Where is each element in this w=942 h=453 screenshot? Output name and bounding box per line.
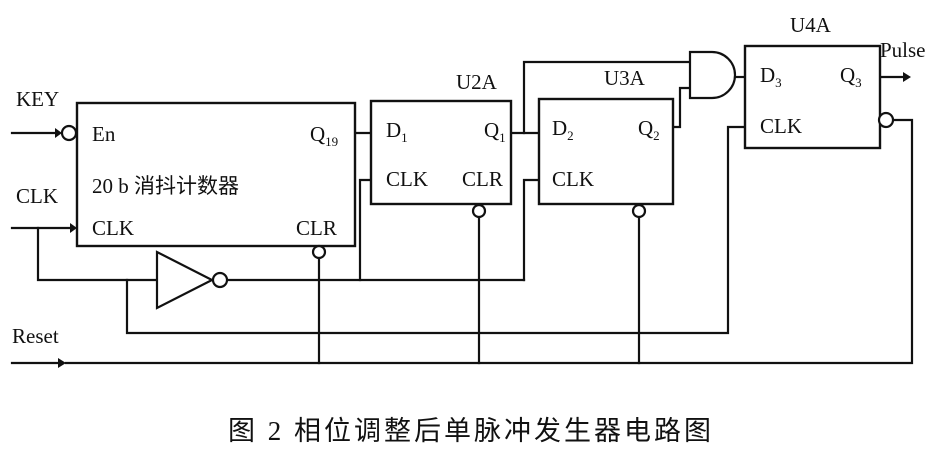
- u4a-d-sub: 3: [775, 75, 782, 90]
- u3a-clr-bubble: [631, 203, 647, 219]
- u4a-q-sub: 3: [855, 75, 862, 90]
- pulse-signal-label: Pulse: [880, 38, 926, 62]
- counter-clr-bubble: [311, 244, 327, 260]
- key-signal-label: KEY: [16, 87, 59, 111]
- counter-clk-label: CLK: [92, 216, 134, 240]
- svg-text:Q3: Q3: [840, 63, 862, 90]
- svg-text:Q2: Q2: [638, 116, 660, 143]
- u2a-clk-label: CLK: [386, 167, 428, 191]
- clk-signal-label: CLK: [16, 184, 58, 208]
- u4a-q-label: Q: [840, 63, 855, 87]
- svg-text:D1: D1: [386, 118, 408, 145]
- u2a-q-sub: 1: [499, 130, 506, 145]
- u2a-q-label: Q: [484, 118, 499, 142]
- debounce-counter: En Q19 20 b 消抖计数器 CLK CLR: [60, 101, 357, 260]
- u3a-flipflop: U3A D2 Q2 CLK: [537, 66, 675, 219]
- counter-en-label: En: [92, 122, 116, 146]
- counter-name: 20 b 消抖计数器: [92, 174, 239, 198]
- u4a-qbar-bubble: [877, 111, 895, 129]
- u4a-flipflop: U4A D3 Q3 CLK: [743, 13, 895, 150]
- inverter-gate: [155, 250, 229, 310]
- svg-text:Q1: Q1: [484, 118, 506, 145]
- u2a-flipflop: U2A D1 Q1 CLK CLR: [369, 70, 513, 219]
- u2a-clr-bubble: [471, 203, 487, 219]
- u2a-title: U2A: [456, 70, 498, 94]
- reset-arrow-icon: [58, 358, 66, 368]
- counter-q-sub: 19: [325, 134, 338, 149]
- inverter-bubble: [211, 271, 229, 289]
- key-arrow-icon: [55, 128, 62, 138]
- u3a-d-sub: 2: [567, 128, 574, 143]
- svg-text:Q19: Q19: [310, 122, 338, 149]
- u2a-d-sub: 1: [401, 130, 408, 145]
- counter-q-label: Q: [310, 122, 325, 146]
- svg-text:D3: D3: [760, 63, 782, 90]
- u3a-clk-label: CLK: [552, 167, 594, 191]
- u3a-q-label: Q: [638, 116, 653, 140]
- u2a-d-label: D: [386, 118, 401, 142]
- wires: [10, 60, 914, 368]
- en-inversion-bubble: [60, 124, 78, 142]
- u3a-q-sub: 2: [653, 128, 660, 143]
- pulse-arrow-icon: [903, 72, 911, 82]
- clk-arrow-icon: [70, 223, 77, 233]
- counter-clr-label: CLR: [296, 216, 337, 240]
- u3a-d-label: D: [552, 116, 567, 140]
- u4a-clk-label: CLK: [760, 114, 802, 138]
- figure-caption: 图 2 相位调整后单脉冲发生器电路图: [228, 416, 714, 446]
- u4a-title: U4A: [790, 13, 832, 37]
- and-gate: [688, 50, 737, 100]
- reset-signal-label: Reset: [12, 324, 59, 348]
- u3a-title: U3A: [604, 66, 646, 90]
- u4a-d-label: D: [760, 63, 775, 87]
- svg-text:D2: D2: [552, 116, 574, 143]
- u2a-clr-label: CLR: [462, 167, 503, 191]
